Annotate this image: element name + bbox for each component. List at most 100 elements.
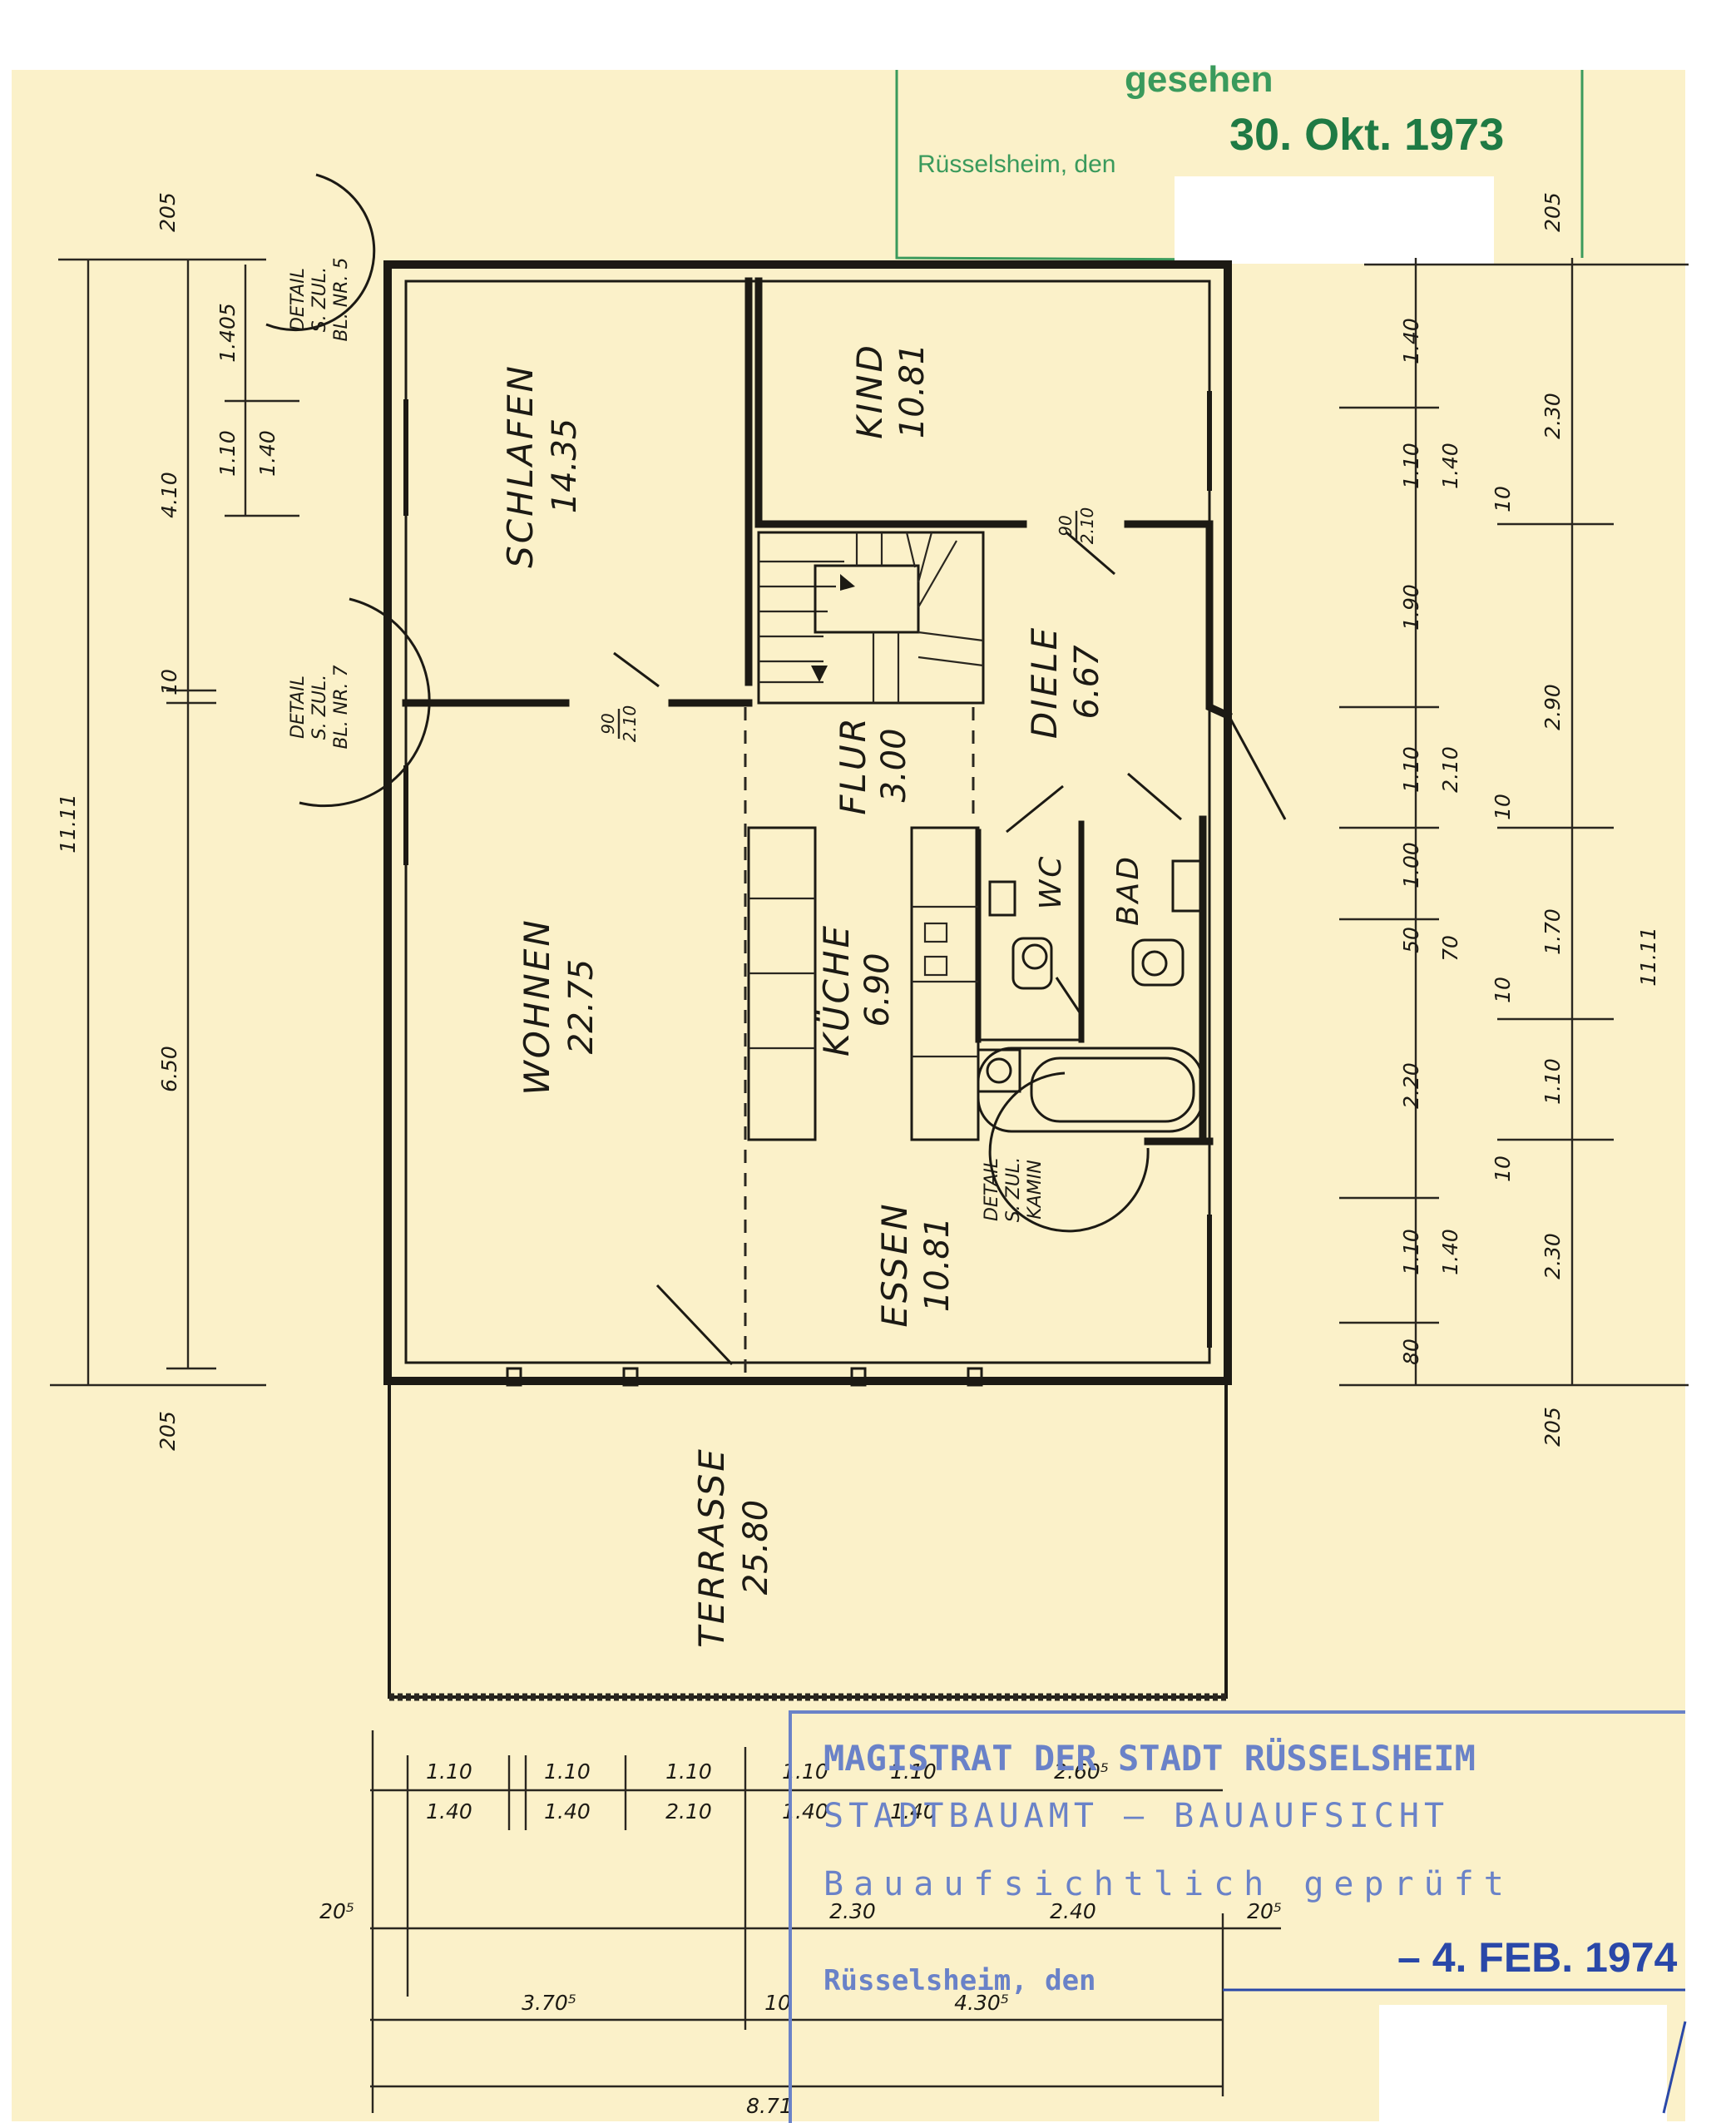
dim-right-70: 70 (1438, 935, 1462, 962)
dim-bot-205-left: 20⁵ (319, 1899, 354, 1923)
dim-right-110c: 1.10 (1541, 1058, 1565, 1105)
room-wc-label: WC (1034, 854, 1068, 910)
dim-bot-w5: 1.10 (890, 1759, 937, 1784)
dim-right-230b: 2.30 (1541, 1233, 1565, 1279)
detail-7-line1: DETAIL (288, 676, 309, 739)
door-schlafen-width: 90 (598, 713, 618, 734)
detail-callouts (265, 173, 1150, 1233)
staircase (759, 532, 984, 703)
dim-right-230a: 2.30 (1541, 393, 1565, 439)
stamp-green-place: Rüsselsheim, den (917, 151, 1115, 178)
room-terrasse-label: TERRASSE (691, 1447, 732, 1648)
room-kueche-label: KÜCHE (815, 923, 857, 1057)
dim-bot-10: 10 (764, 1991, 791, 2015)
room-schlafen-label: SCHLAFEN (500, 364, 541, 568)
dim-right-110d: 1.10 (1399, 1229, 1423, 1275)
detail-5-line3: BL. NR. 5 (331, 257, 352, 341)
dim-right-190: 1.90 (1399, 584, 1423, 631)
dim-left-140: 1.40 (255, 430, 279, 477)
door-kind-width: 90 (1056, 515, 1076, 536)
dim-bot-h5: 1.40 (890, 1799, 937, 1824)
stamp-green-heading: gesehen (1125, 59, 1274, 100)
detail-circle-7 (299, 597, 431, 808)
dim-bot-h2: 1.40 (544, 1799, 591, 1824)
stamp-blue-line1: MAGISTRAT DER STADT RÜSSELSHEIM (823, 1737, 1476, 1779)
stamp-blue-line2: STADTBAUAMT – BAUAUFSICHT (823, 1797, 1449, 1835)
stamp-blue-line3: Bauaufsichtlich geprüft (823, 1865, 1514, 1903)
detail-5-line1: DETAIL (288, 268, 309, 331)
dim-bot-h3: 2.10 (665, 1799, 712, 1824)
windows (403, 391, 1212, 1387)
paper-background (12, 70, 1685, 2121)
detail-5-line2: S. ZUL. (309, 267, 330, 332)
dim-right-110a: 1.10 (1399, 443, 1423, 489)
stamp-blue-date: – 4. FEB. 1974 (1397, 1934, 1677, 1981)
dim-right-140a: 1.40 (1399, 318, 1423, 364)
dim-bot-230: 2.30 (829, 1899, 876, 1923)
dim-left-205-top: 205 (156, 192, 180, 232)
dim-bot-871: 8.71 (746, 2094, 793, 2118)
room-wohnen-area: 22.75 (562, 959, 601, 1055)
dim-bot-w2: 1.10 (544, 1759, 591, 1784)
dim-right-205-bot: 205 (1541, 1407, 1565, 1447)
dim-left-1405: 1.405 (215, 303, 240, 363)
room-terrasse-area: 25.80 (737, 1500, 775, 1596)
room-wohnen-label: WOHNEN (517, 918, 557, 1096)
door-schlafen-height: 2.10 (620, 705, 640, 743)
room-kueche-area: 6.90 (858, 953, 897, 1027)
detail-7-line3: BL. NR. 7 (331, 665, 352, 749)
dim-bot-240: 2.40 (1050, 1899, 1096, 1923)
room-schlafen-area: 14.35 (546, 418, 584, 514)
dim-bot-w6: 2.60⁵ (1054, 1759, 1109, 1784)
dim-bot-3705: 3.70⁵ (522, 1991, 576, 2015)
dims-right: 205 1.40 1.10 1.40 2.30 10 1.90 2.90 1.1… (1339, 192, 1689, 1447)
dim-right-50: 50 (1399, 927, 1423, 953)
dim-right-290: 2.90 (1541, 684, 1565, 730)
dim-right-210: 2.10 (1438, 746, 1462, 793)
dim-bot-w3: 1.10 (665, 1759, 712, 1784)
room-flur-area: 3.00 (875, 728, 913, 802)
stamp-blue-line4: Rüsselsheim, den (823, 1964, 1096, 1997)
dims-left: 205 1.405 1.10 1.40 4.10 10 11.11 6.50 2… (50, 192, 299, 1451)
room-labels: SCHLAFEN 14.35 KIND 10.81 DIELE 6.67 FLU… (500, 343, 1145, 1648)
dim-left-205-bot: 205 (156, 1411, 180, 1451)
door-dims: 90 2.10 90 2.10 (598, 507, 1097, 743)
detail-kamin-line1: DETAIL (982, 1158, 1002, 1221)
green-stamp: gesehen Rüsselsheim, den 30. Okt. 1973 (895, 59, 1584, 264)
room-diele-area: 6.67 (1068, 645, 1106, 720)
dim-right-1111: 11.11 (1636, 927, 1660, 987)
dims-bottom: 1.10 1.40 1.10 1.40 1.10 2.10 1.10 1.40 … (319, 1730, 1282, 2118)
detail-texts: DETAIL S. ZUL. BL. NR. 5 DETAIL S. ZUL. … (288, 257, 1046, 1222)
room-kind-area: 10.81 (893, 344, 932, 439)
dim-right-140b: 1.40 (1438, 443, 1462, 489)
redacted-signature (1175, 176, 1494, 264)
interior-walls (402, 277, 1233, 1373)
room-essen-label: ESSEN (874, 1201, 915, 1327)
dim-right-140c: 1.40 (1438, 1229, 1462, 1275)
room-kind-label: KIND (849, 343, 890, 439)
dim-right-10d: 10 (1491, 1156, 1515, 1182)
dim-left-410: 4.10 (157, 472, 181, 518)
room-bad-label: BAD (1111, 854, 1145, 926)
dim-right-80: 80 (1399, 1339, 1423, 1365)
dim-right-170: 1.70 (1541, 908, 1565, 955)
dim-right-10a: 10 (1491, 486, 1515, 512)
dim-left-650: 6.50 (157, 1046, 181, 1092)
dim-bot-205-right: 20⁵ (1247, 1899, 1282, 1923)
dim-bot-w1: 1.10 (426, 1759, 472, 1784)
detail-kamin-line2: S. ZUL. (1003, 1157, 1024, 1222)
blue-stamp: MAGISTRAT DER STADT RÜSSELSHEIM STADTBAU… (789, 1710, 1687, 2123)
dim-left-1111: 11.11 (56, 794, 80, 854)
stamp-green-date: 30. Okt. 1973 (1229, 110, 1504, 160)
redacted-signature-2 (1379, 2005, 1667, 2123)
dim-left-110: 1.10 (215, 430, 240, 477)
detail-circle-5 (265, 173, 376, 332)
dim-right-205-top: 205 (1541, 192, 1565, 232)
terrace (388, 1381, 1228, 1701)
room-essen-area: 10.81 (918, 1217, 957, 1313)
dim-right-10b: 10 (1491, 794, 1515, 820)
detail-kamin-line3: KAMIN (1025, 1160, 1046, 1219)
dim-right-220: 2.20 (1399, 1062, 1423, 1109)
room-flur-label: FLUR (833, 715, 873, 814)
dim-right-100: 1.00 (1399, 842, 1423, 888)
